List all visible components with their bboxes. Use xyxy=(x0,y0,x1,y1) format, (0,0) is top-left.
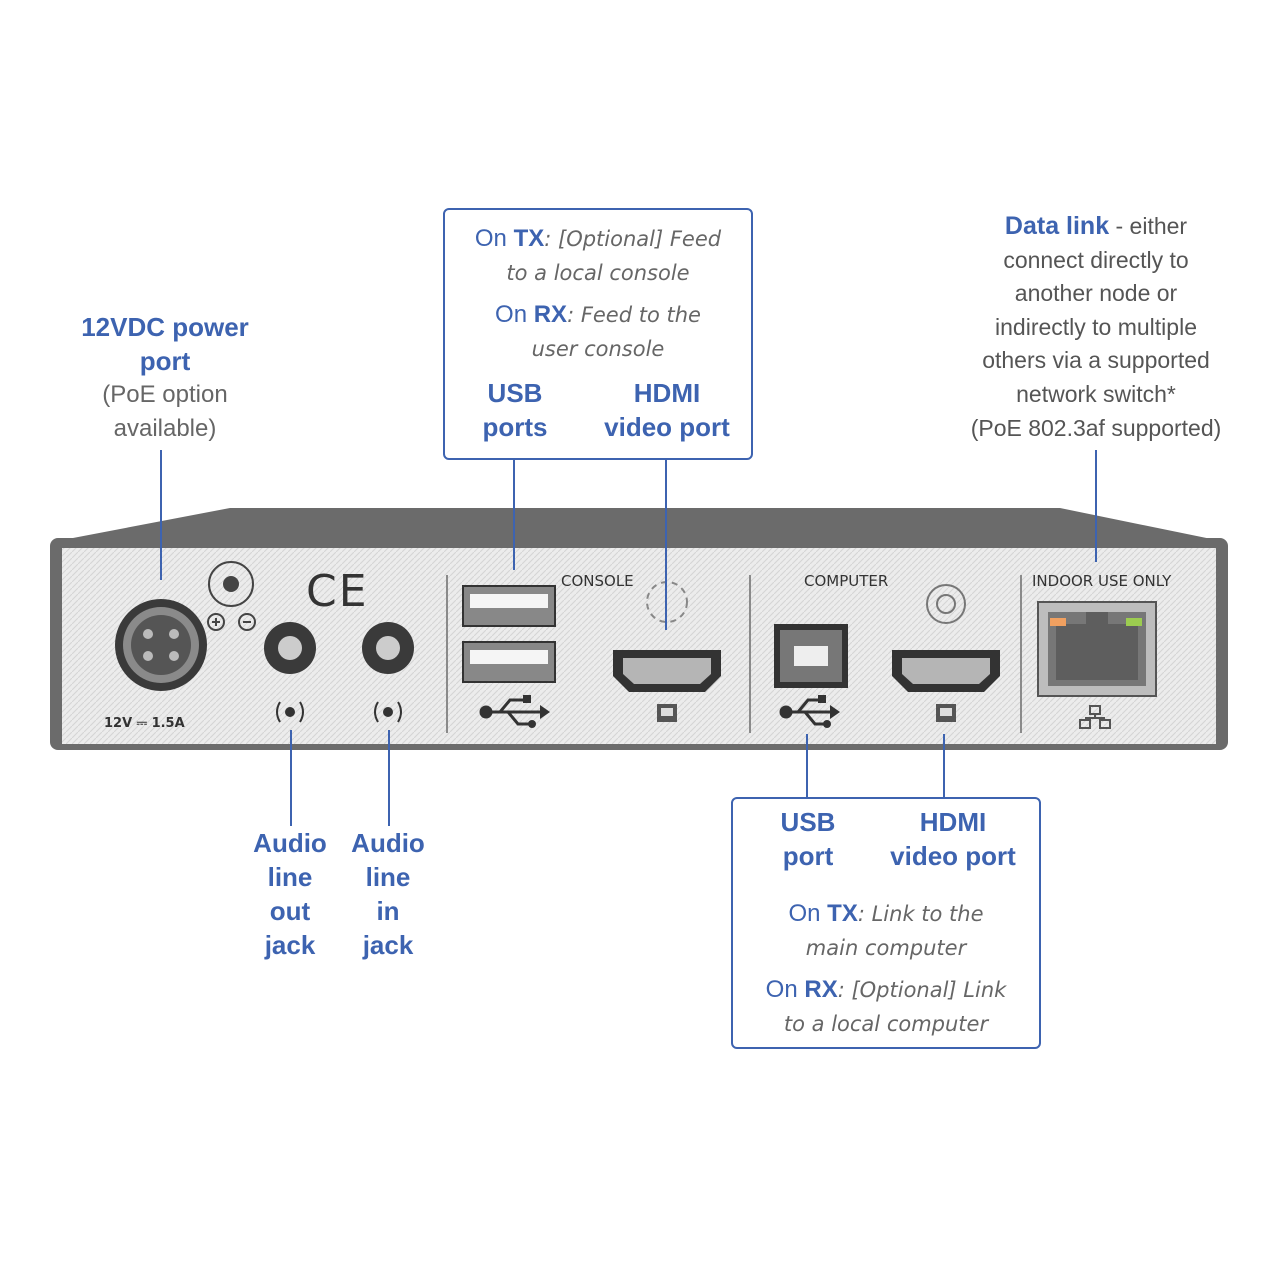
leader-audio-out xyxy=(290,730,292,826)
leader-computer-hdmi xyxy=(943,734,945,798)
front-panel xyxy=(62,548,1216,744)
audio-in-label: Audio line in jack xyxy=(336,826,440,962)
console-hdmi-label: HDMI video port xyxy=(587,376,747,444)
indoor-use-label: INDOOR USE ONLY xyxy=(1032,572,1172,590)
computer-usb-symbol xyxy=(779,695,840,728)
console-rx-line1: : Feed to the xyxy=(567,303,701,327)
power-title-line2: port xyxy=(139,346,191,376)
console-rx-prefix: On xyxy=(495,301,534,328)
power-note-line2: available) xyxy=(113,415,217,442)
computer-rx-label: RX xyxy=(804,976,838,1003)
console-tx-text: On TX: [Optional] Feed xyxy=(445,222,751,256)
console-hdmi-line1: HDMI xyxy=(633,378,701,408)
computer-tx-line2: main computer xyxy=(805,936,967,960)
computer-usb-line1: USB xyxy=(780,807,836,837)
leader-data-link xyxy=(1095,450,1097,562)
power-rating-label: 12V ⎓ 1.5A xyxy=(104,716,185,731)
computer-hdmi-label: HDMI video port xyxy=(873,805,1033,873)
console-rx-text: On RX: Feed to the xyxy=(445,298,751,332)
audio-in-line2: line xyxy=(365,862,411,892)
data-link-label: Data link - either connect directly to a… xyxy=(946,210,1246,445)
computer-rx-line1: : [Optional] Link xyxy=(837,978,1007,1002)
computer-rx-prefix: On xyxy=(765,976,805,1003)
data-link-line3: another node or xyxy=(1014,280,1178,307)
audio-in-jack xyxy=(362,622,414,723)
computer-tx-text: On TX: Link to the xyxy=(733,897,1039,931)
computer-tx-line1: : Link to the xyxy=(857,902,984,926)
power-connector xyxy=(115,599,207,691)
audio-out-line1: Audio xyxy=(253,828,327,858)
computer-panel-label: COMPUTER xyxy=(804,572,889,590)
computer-callout-box: USB port HDMI video port On TX: Link to … xyxy=(731,797,1041,1049)
audio-in-line4: jack xyxy=(362,930,414,960)
power-note-line1: (PoE option xyxy=(102,381,228,408)
leader-power xyxy=(160,450,162,580)
console-usb-label: USB ports xyxy=(465,376,565,444)
computer-hdmi-line2: video port xyxy=(890,841,1016,871)
data-link-line1: - either xyxy=(1109,213,1188,239)
computer-tx-label: TX xyxy=(827,900,858,927)
console-hdmi-line2: video port xyxy=(604,412,730,442)
console-hdmi-port xyxy=(613,581,721,722)
computer-hdmi-port xyxy=(892,584,1000,722)
data-link-line7: (PoE 802.3af supported) xyxy=(970,414,1222,441)
computer-rx-line2: to a local computer xyxy=(783,1012,989,1036)
audio-out-line3: out xyxy=(269,896,311,926)
data-link-line5: others via a supported xyxy=(982,347,1210,374)
power-title-line1: 12VDC power xyxy=(81,312,249,342)
computer-usb-port xyxy=(774,624,848,688)
console-tx-line1: : [Optional] Feed xyxy=(544,227,722,251)
audio-in-line3: in xyxy=(376,896,400,926)
console-usb-line2: ports xyxy=(482,412,548,442)
chassis-top xyxy=(52,508,1226,542)
computer-rx-text: On RX: [Optional] Link xyxy=(733,973,1039,1007)
console-tx-line2: to a local console xyxy=(506,261,690,285)
console-tx-label: TX xyxy=(513,225,545,252)
console-callout-box: On TX: [Optional] Feed to a local consol… xyxy=(443,208,753,460)
data-link-line4: indirectly to multiple xyxy=(995,313,1197,340)
console-rx-label: RX xyxy=(533,301,568,328)
console-panel-label: CONSOLE xyxy=(561,572,634,590)
leader-console-hdmi xyxy=(665,458,667,630)
audio-out-line4: jack xyxy=(264,930,316,960)
power-port-label: 12VDC power port (PoE option available) xyxy=(40,310,290,446)
leader-audio-in xyxy=(388,730,390,826)
audio-out-jack xyxy=(264,622,316,723)
audio-out-label: Audio line out jack xyxy=(238,826,342,962)
console-usb-symbol xyxy=(479,695,550,728)
data-link-line6: network switch* xyxy=(1016,380,1176,407)
leader-computer-usb xyxy=(806,734,808,798)
console-tx-prefix: On xyxy=(474,225,514,252)
ce-mark: CE xyxy=(306,566,369,617)
data-link-title: Data link xyxy=(1004,212,1110,240)
console-usb-line1: USB xyxy=(487,378,543,408)
computer-usb-line2: port xyxy=(782,841,834,871)
computer-hdmi-line1: HDMI xyxy=(919,807,987,837)
audio-out-line2: line xyxy=(267,862,313,892)
audio-in-line1: Audio xyxy=(351,828,425,858)
data-link-line2: connect directly to xyxy=(1003,246,1189,273)
computer-usb-label: USB port xyxy=(753,805,863,873)
rj45-port xyxy=(1037,601,1157,729)
console-usb-ports xyxy=(462,585,556,683)
console-rx-line2: user console xyxy=(531,337,665,361)
computer-tx-prefix: On xyxy=(788,900,828,927)
leader-console-usb xyxy=(513,458,515,570)
polarity-symbol xyxy=(207,561,256,631)
